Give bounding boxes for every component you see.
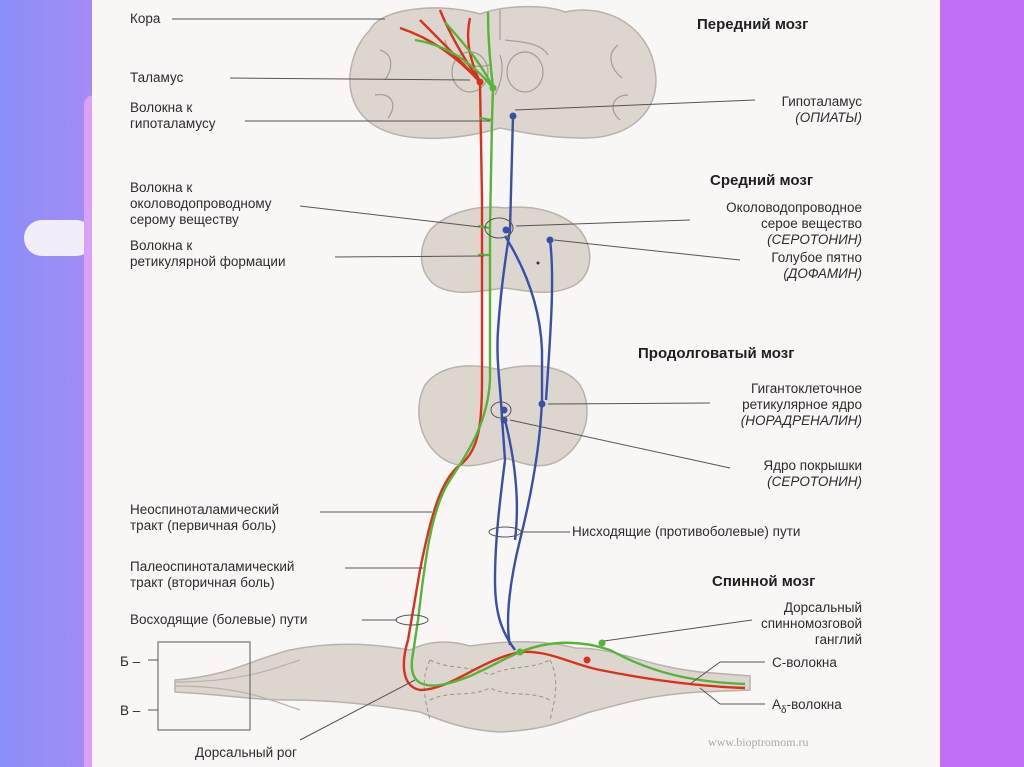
forebrain-section (349, 5, 657, 140)
midbrain-section (420, 206, 591, 294)
label-a-fibers: Аδ-волокна (772, 697, 842, 716)
label-v-mark: В – (120, 703, 141, 718)
label-b-mark: Б – (120, 654, 141, 669)
spinal-cord-section (174, 640, 751, 733)
label-dorsal-horn: Дорсальный рог (195, 745, 297, 760)
label-a-fibers-sub: δ (781, 705, 787, 716)
label-giant-nucleus-3: (НОРАДРЕНАЛИН) (741, 413, 862, 428)
header-forebrain: Передний мозг (697, 16, 808, 33)
label-fibers-hypothalamus-2: гипоталамусу (130, 116, 216, 131)
inset-box-bv (157, 641, 251, 731)
label-hypothalamus-1: Гипоталамус (782, 94, 863, 109)
label-gray-matter-3: (СЕРОТОНИН) (767, 232, 862, 247)
label-neo-tract-1: Неоспиноталамический (130, 502, 279, 517)
label-a-fibers-rest: -волокна (787, 697, 843, 712)
label-c-fibers: С-волокна (772, 655, 837, 670)
label-fibers-gray-2: околоводопроводному (130, 196, 272, 211)
label-fibers-gray-3: серому веществу (130, 212, 239, 227)
label-fibers-hypothalamus-1: Волокна к (130, 100, 192, 115)
label-thalamus: Таламус (130, 70, 184, 85)
spinal-nerve-roots (174, 659, 301, 711)
slide-frame-left (0, 0, 92, 767)
label-paleo-tract-1: Палеоспиноталамический (130, 559, 294, 574)
header-midbrain: Средний мозг (710, 172, 813, 189)
label-descending-paths: Нисходящие (противоболевые) пути (572, 524, 800, 539)
label-raphe-1: Ядро покрышки (763, 458, 862, 473)
header-spinal-cord: Спинной мозг (712, 573, 815, 590)
green-ascending-pathway (410, 11, 746, 687)
leader-lines (148, 18, 765, 741)
label-hypothalamus-2: (ОПИАТЫ) (795, 110, 862, 125)
label-a-fibers-base: А (772, 697, 781, 712)
label-ascending-paths: Восходящие (болевые) пути (130, 612, 307, 627)
label-gray-matter-2: серое вещество (761, 216, 862, 231)
header-medulla: Продолговатый мозг (638, 345, 794, 362)
label-locus-1: Голубое пятно (771, 250, 862, 265)
watermark: www.bioptromom.ru (708, 735, 809, 749)
label-gray-matter-1: Околоводопроводное (726, 200, 862, 215)
label-ganglion-3: ганглий (815, 632, 862, 647)
label-raphe-2: (СЕРОТОНИН) (767, 474, 862, 489)
label-ganglion-2: спинномозговой (761, 616, 862, 631)
slide-frame-right (940, 0, 1024, 767)
label-locus-2: (ДОФАМИН) (783, 266, 862, 281)
label-cortex: Кора (130, 11, 161, 26)
label-giant-nucleus-1: Гигантоклеточное (751, 381, 862, 396)
label-ganglion-1: Дорсальный (784, 600, 862, 615)
label-giant-nucleus-2: ретикулярное ядро (742, 397, 862, 412)
label-fibers-gray-1: Волокна к (130, 180, 192, 195)
label-fibers-reticular-2: ретикулярной формации (130, 254, 285, 269)
label-fibers-reticular-1: Волокна к (130, 238, 192, 253)
label-paleo-tract-2: тракт (вторичная боль) (130, 575, 275, 590)
label-neo-tract-2: тракт (первичная боль) (130, 518, 276, 533)
slide-decoration-pill (24, 220, 94, 256)
